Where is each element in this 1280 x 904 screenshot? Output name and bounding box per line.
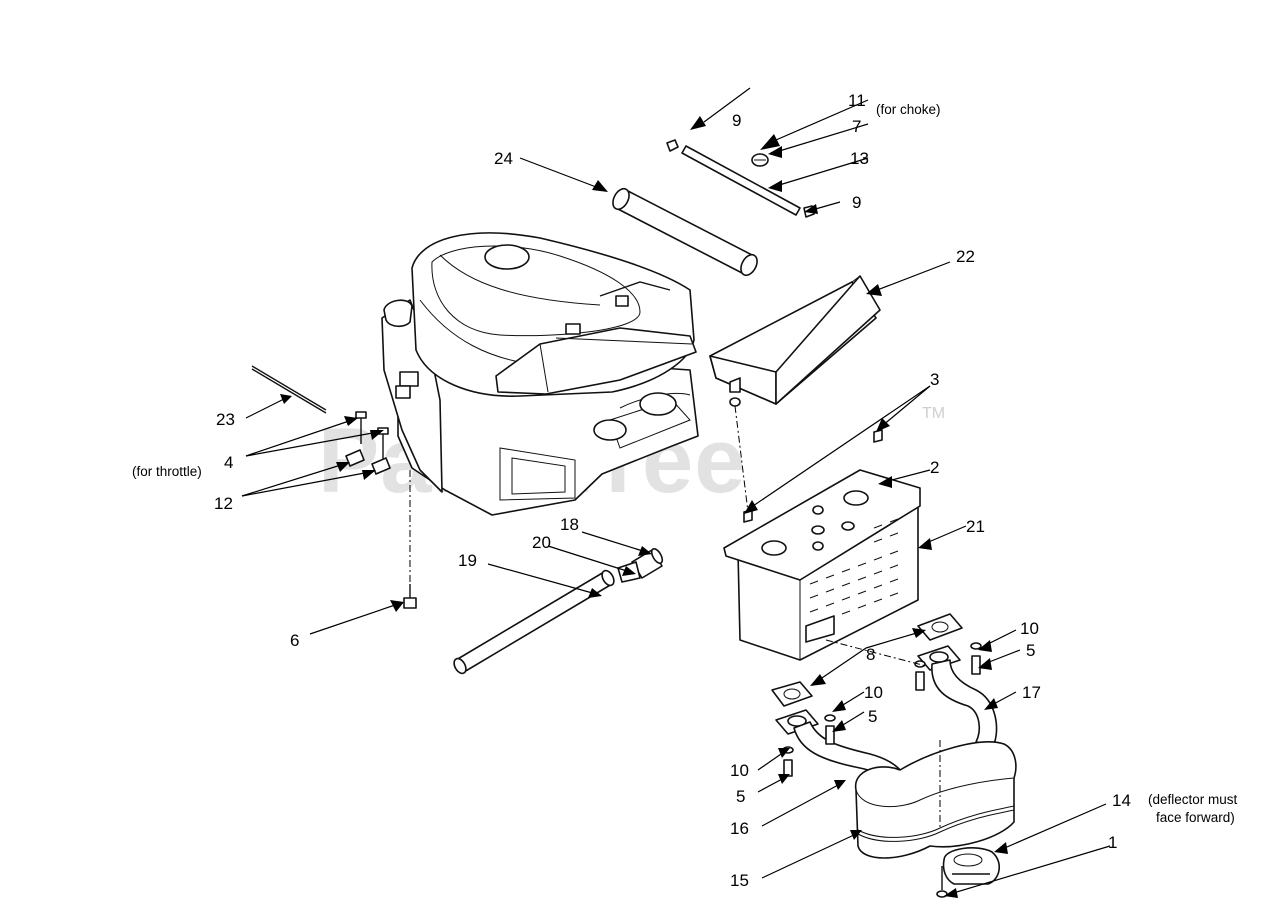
callout-13: 13	[850, 149, 869, 168]
cable-13-drawing	[666, 139, 815, 218]
callout-8: 8	[866, 645, 875, 664]
leader-arrowheads	[280, 116, 1008, 898]
gaskets-8-drawing	[771, 613, 963, 707]
callout-18: 18	[560, 515, 579, 534]
deflector-centerline	[734, 405, 749, 513]
fuel-line-drawing	[453, 547, 664, 675]
deflector-22-drawing	[709, 275, 881, 407]
callout-1: 1	[1108, 833, 1117, 852]
watermark-trademark: TM	[922, 405, 945, 422]
note-throttle: (for throttle)	[132, 464, 202, 479]
note-deflector-line2: face forward)	[1156, 810, 1235, 825]
callout-3: 3	[930, 370, 939, 389]
callout-5: 5	[868, 707, 877, 726]
hose-24-drawing	[612, 187, 758, 277]
shield-centerline	[825, 639, 927, 667]
callout-17: 17	[1022, 683, 1041, 702]
callout-23: 23	[216, 410, 235, 429]
callout-10: 10	[730, 761, 749, 780]
callout-4: 4	[224, 453, 233, 472]
callout-10: 10	[1020, 619, 1039, 638]
muffler-15-drawing	[854, 740, 1017, 859]
heat-shield-21-drawing	[723, 429, 921, 661]
callout-16: 16	[730, 819, 749, 838]
deflector-14-drawing	[942, 847, 1000, 885]
callout-20: 20	[532, 533, 551, 552]
callout-10: 10	[864, 683, 883, 702]
exhaust-pipe-17-drawing	[917, 645, 998, 745]
engine-drawing	[381, 232, 699, 516]
callout-5: 5	[736, 787, 745, 806]
callout-21: 21	[966, 517, 985, 536]
callout-labels: 11 9 7 13 9 24 22 3 2 21 10 5 8 17 10 5 …	[214, 91, 1131, 890]
callout-6: 6	[290, 631, 299, 650]
callout-15: 15	[730, 871, 749, 890]
callout-14: 14	[1112, 791, 1131, 810]
hardware-5-10-drawing	[782, 642, 982, 777]
callout-24: 24	[494, 149, 513, 168]
bolt-6-drawing	[403, 584, 417, 609]
callout-5: 5	[1026, 641, 1035, 660]
note-choke: (for choke)	[876, 102, 941, 117]
callout-22: 22	[956, 247, 975, 266]
note-deflector-line1: (deflector must	[1148, 792, 1238, 807]
callout-9: 9	[852, 193, 861, 212]
notes: (for choke) (for throttle) (deflector mu…	[132, 102, 1238, 825]
callout-9: 9	[732, 111, 741, 130]
callout-7: 7	[852, 117, 861, 136]
callout-2: 2	[930, 458, 939, 477]
callout-11: 11	[848, 91, 866, 110]
callout-12: 12	[214, 494, 233, 513]
callout-19: 19	[458, 551, 477, 570]
